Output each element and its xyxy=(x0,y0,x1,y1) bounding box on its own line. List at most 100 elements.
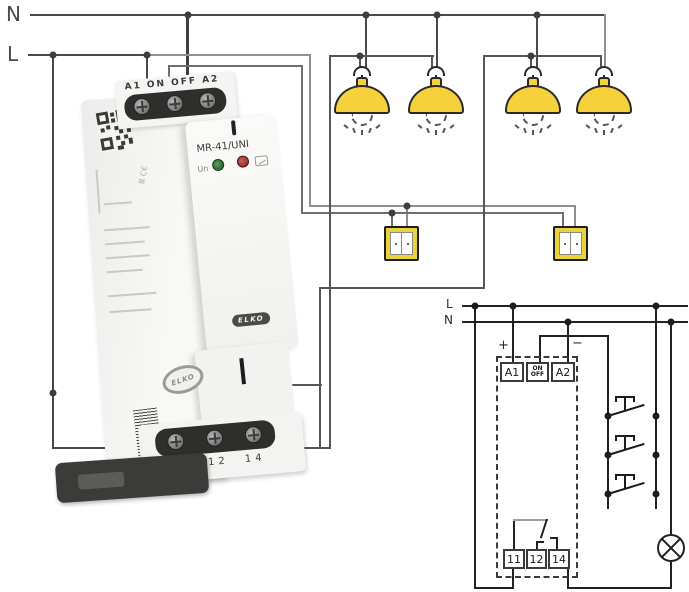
terminal-11-label: 11 xyxy=(507,552,521,566)
pushbutton-2[interactable] xyxy=(607,435,659,459)
wire-switch-line-b xyxy=(301,212,564,214)
junction-dot xyxy=(471,302,479,310)
lamp-bulb xyxy=(351,114,373,126)
schematic-n-label: N xyxy=(444,313,453,327)
lamp-bulb xyxy=(522,114,544,126)
light-ray xyxy=(435,130,437,135)
terminal-12-label: 12 xyxy=(529,552,544,566)
terminal-screw[interactable] xyxy=(165,94,185,113)
light-ray xyxy=(546,124,552,129)
terminal-a1: A1 xyxy=(500,362,524,382)
wire xyxy=(607,335,609,509)
lamp-shade xyxy=(576,85,632,114)
wire xyxy=(319,287,485,289)
model-label: MR-41/UNI xyxy=(196,138,250,155)
lamp-bulb xyxy=(593,114,615,126)
junction-dot xyxy=(49,389,57,397)
light-ray xyxy=(617,124,623,129)
junction-dot xyxy=(652,412,660,420)
wire xyxy=(309,54,311,207)
label-print xyxy=(109,308,152,314)
junction-dot xyxy=(143,51,151,59)
junction-dot xyxy=(527,52,535,60)
light-ray xyxy=(361,130,363,135)
lamp-shade xyxy=(505,85,561,114)
wire xyxy=(474,305,476,589)
contact-link xyxy=(513,519,548,521)
wall-switch-2[interactable] xyxy=(553,226,588,261)
lamp-neck xyxy=(527,77,539,87)
wire-l-rail xyxy=(28,54,148,56)
wire xyxy=(52,54,54,449)
wire xyxy=(431,55,433,68)
light-ray xyxy=(585,124,591,129)
lamp-mount xyxy=(524,66,542,76)
wire-lamp-feed-34 xyxy=(483,55,602,57)
terminal-12: 12 xyxy=(526,549,547,569)
junction-dot xyxy=(184,11,192,19)
terminal-screw[interactable] xyxy=(198,91,217,110)
wire xyxy=(512,568,514,589)
contact-nc xyxy=(536,541,538,550)
light-ray xyxy=(532,130,534,135)
wire xyxy=(301,65,303,214)
rocker-pip xyxy=(576,243,578,245)
wire xyxy=(483,55,485,289)
wire xyxy=(53,447,133,449)
relay-outline-box xyxy=(496,356,578,578)
contact-no xyxy=(550,537,558,539)
button-cap-tick xyxy=(615,396,617,402)
wire xyxy=(600,55,602,68)
junction-dot xyxy=(604,490,612,498)
minus-label: − xyxy=(572,336,583,351)
wire xyxy=(536,14,538,68)
terminal-a2: A2 xyxy=(551,362,575,382)
wire-a2-feed xyxy=(186,14,189,90)
terminal-screw[interactable] xyxy=(244,425,263,444)
lamp-symbol xyxy=(657,534,685,562)
lamp-mount xyxy=(353,66,371,76)
lamp-neck xyxy=(356,77,368,87)
terminal-screw[interactable] xyxy=(205,428,224,448)
label-print xyxy=(105,254,150,260)
light-ray xyxy=(594,127,598,134)
lamp-mount xyxy=(595,66,613,76)
clip-hole xyxy=(77,471,125,490)
junction-dot xyxy=(509,302,517,310)
terminal-a1-label: A1 xyxy=(504,365,520,379)
relay-contact-icon xyxy=(254,155,269,167)
wire xyxy=(512,305,514,363)
wire xyxy=(365,14,367,68)
light-ray xyxy=(426,127,430,134)
button-cap-tick xyxy=(633,435,635,441)
label-print xyxy=(103,226,150,232)
label-print xyxy=(104,240,145,246)
button-contact xyxy=(607,481,645,495)
pushbutton-3[interactable] xyxy=(607,474,659,498)
lamp-4 xyxy=(576,64,632,138)
schematic-n-rail xyxy=(462,321,688,323)
terminal-screw[interactable] xyxy=(166,432,185,451)
wire xyxy=(359,55,361,68)
terminal-screw[interactable] xyxy=(132,97,152,116)
l-rail-label: L xyxy=(7,42,19,66)
lamp-1 xyxy=(334,64,390,138)
relay-led-red xyxy=(236,155,250,169)
wire-n-rail xyxy=(30,14,606,16)
lamp-shade xyxy=(408,85,464,114)
release-slot xyxy=(239,358,246,385)
wall-switch-1[interactable] xyxy=(384,226,419,261)
indicator-slot xyxy=(230,120,237,136)
terminal-a2-label: A2 xyxy=(555,365,571,379)
wire xyxy=(329,55,331,449)
lamp-shade xyxy=(334,85,390,114)
wire xyxy=(539,335,541,363)
junction-dot xyxy=(49,51,57,59)
pushbutton-1[interactable] xyxy=(607,396,659,420)
switch-divider xyxy=(570,232,571,255)
wire xyxy=(539,335,609,337)
light-ray xyxy=(610,127,614,134)
switch-divider xyxy=(401,232,402,255)
